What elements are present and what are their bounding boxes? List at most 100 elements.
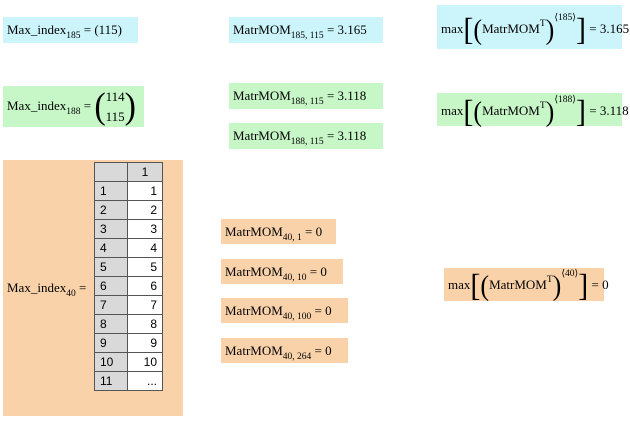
close-bracket: ] [576, 94, 586, 129]
max-value: 3.118 [599, 103, 629, 119]
equals-sign: = [80, 22, 95, 37]
matrix-subscript: 40, 1 [282, 232, 302, 243]
transpose-superscript: T [546, 275, 553, 286]
max-column-188-region[interactable]: max[(MatrMOMT)⟨188⟩] = 3.118 [437, 93, 629, 129]
equals-sign: = [311, 302, 326, 318]
max-function-name: max [448, 277, 471, 293]
equals-sign: = [80, 97, 95, 113]
equals-sign: = [311, 342, 326, 358]
max-index-subscript: 185 [66, 31, 81, 41]
open-paren: ( [94, 85, 106, 127]
table-cell[interactable]: 9 [127, 333, 163, 353]
row-header: 9 [94, 333, 128, 353]
matrmom-188-115-region-2[interactable]: MatrMOM188, 115 = 3.118 [229, 123, 383, 149]
vector-value: 114 [105, 88, 125, 104]
max-index-value: (115) [94, 22, 122, 37]
row-header: 8 [94, 314, 128, 334]
column-superscript: ⟨40⟩ [561, 269, 579, 280]
close-paren: ) [545, 13, 555, 46]
matrix-name: MatrMOM [489, 277, 547, 293]
table-cell[interactable]: 10 [127, 352, 163, 372]
table-cell[interactable]: 3 [127, 219, 163, 239]
max-column-185-region[interactable]: max[(MatrMOMT)⟨185⟩] = 3.165 [437, 5, 629, 49]
close-paren: ) [124, 85, 136, 127]
matrix-subscript: 40, 100 [282, 311, 312, 322]
open-bracket: [ [463, 94, 474, 129]
matrix-name: MatrMOM [225, 342, 283, 358]
equals-sign: = [301, 223, 316, 239]
equals-sign: = [323, 88, 338, 103]
matrix-name: MatrMOM [225, 263, 283, 279]
equals-sign: = [323, 22, 338, 37]
matrmom-40-1-region[interactable]: MatrMOM40, 1 = 0 [221, 219, 336, 244]
equals-sign: = [323, 128, 338, 143]
table-cell[interactable]: 1 [127, 181, 163, 201]
open-bracket: [ [463, 11, 474, 47]
matrix-value: 0 [315, 223, 323, 239]
matrix-name: MatrMOM [233, 88, 291, 103]
max-value: 0 [602, 277, 609, 293]
table-cell[interactable]: 8 [127, 314, 163, 334]
matrix-value: 3.165 [337, 22, 367, 37]
matrmom-40-264-region[interactable]: MatrMOM40, 264 = 0 [221, 338, 348, 363]
matrmom-40-100-region[interactable]: MatrMOM40, 100 = 0 [221, 298, 348, 323]
column-superscript: ⟨185⟩ [554, 12, 576, 23]
matrix-subscript: 40, 264 [282, 351, 312, 362]
transpose-superscript: T [539, 18, 546, 29]
max-index-name: Max_index [7, 280, 67, 295]
column-superscript: ⟨188⟩ [554, 95, 576, 106]
equals-sign: = [75, 280, 87, 295]
table-row: 11... [94, 371, 163, 391]
matrix-name: MatrMOM [225, 223, 283, 239]
row-header: 4 [94, 238, 128, 258]
table-cell[interactable]: ... [127, 371, 163, 391]
max-index-185-region[interactable]: Max_index185 = (115) [3, 17, 138, 43]
max-index-subscript: 188 [66, 106, 81, 117]
table-cell[interactable]: 7 [127, 295, 163, 315]
open-paren: ( [480, 269, 490, 302]
table-cell[interactable]: 5 [127, 257, 163, 277]
matrix-value: 3.118 [337, 88, 367, 103]
matrix-subscript: 185, 115 [290, 31, 324, 41]
table-cell[interactable]: 2 [127, 200, 163, 220]
matrix-name: MatrMOM [225, 302, 283, 318]
table-cell[interactable]: 4 [127, 238, 163, 258]
close-bracket: ] [578, 268, 589, 304]
matrix-subscript: 188, 115 [290, 97, 324, 107]
matrix-value: 0 [320, 263, 327, 279]
equals-sign: = [306, 263, 321, 279]
max-column-40-region[interactable]: max[(MatrMOMT)⟨40⟩] = 0 [444, 268, 609, 303]
matrmom-188-115-region-1[interactable]: MatrMOM188, 115 = 3.118 [229, 83, 383, 109]
matrix-value: 0 [325, 302, 332, 318]
open-paren: ( [473, 95, 483, 128]
table-cell[interactable]: 6 [127, 276, 163, 296]
row-header: 7 [94, 295, 128, 315]
row-header: 1 [94, 181, 128, 201]
row-header: 10 [94, 352, 128, 372]
matrmom-185-115-region[interactable]: MatrMOM185, 115 = 3.165 [229, 17, 383, 43]
max-index-subscript: 40 [66, 289, 76, 299]
max-function-name: max [441, 103, 464, 119]
open-paren: ( [473, 13, 483, 46]
matrix-name: MatrMOM [233, 22, 291, 37]
matrix-name: MatrMOM [233, 128, 291, 143]
matrix-value: 3.118 [337, 128, 367, 143]
close-paren: ) [552, 269, 562, 302]
close-paren: ) [545, 95, 555, 128]
row-header: 6 [94, 276, 128, 296]
open-bracket: [ [470, 268, 481, 304]
matrmom-40-10-region[interactable]: MatrMOM40, 10 = 0 [221, 259, 343, 284]
row-header: 3 [94, 219, 128, 239]
